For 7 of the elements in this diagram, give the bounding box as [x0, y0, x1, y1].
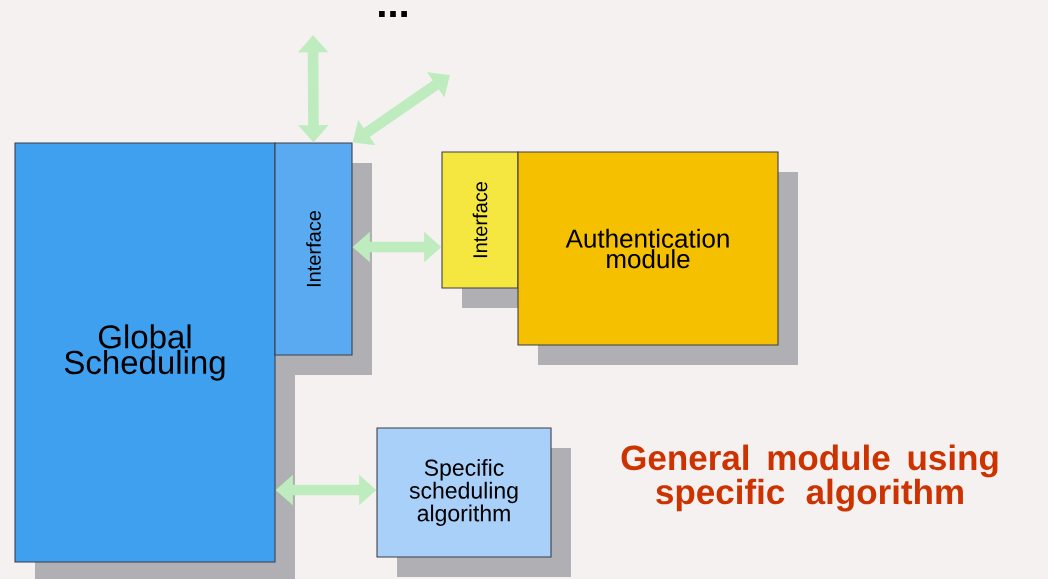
ellipsis-text: ... [379, 11, 407, 17]
interface-box: Interface [441, 151, 538, 308]
module-box: Global Scheduling [14, 142, 295, 579]
module-box: Authentication module [517, 151, 798, 365]
note-text: General module using specific algorithm [621, 444, 998, 512]
interface-box: Interface [274, 142, 372, 375]
algorithm-box: Specific scheduling algorithm [376, 427, 571, 577]
